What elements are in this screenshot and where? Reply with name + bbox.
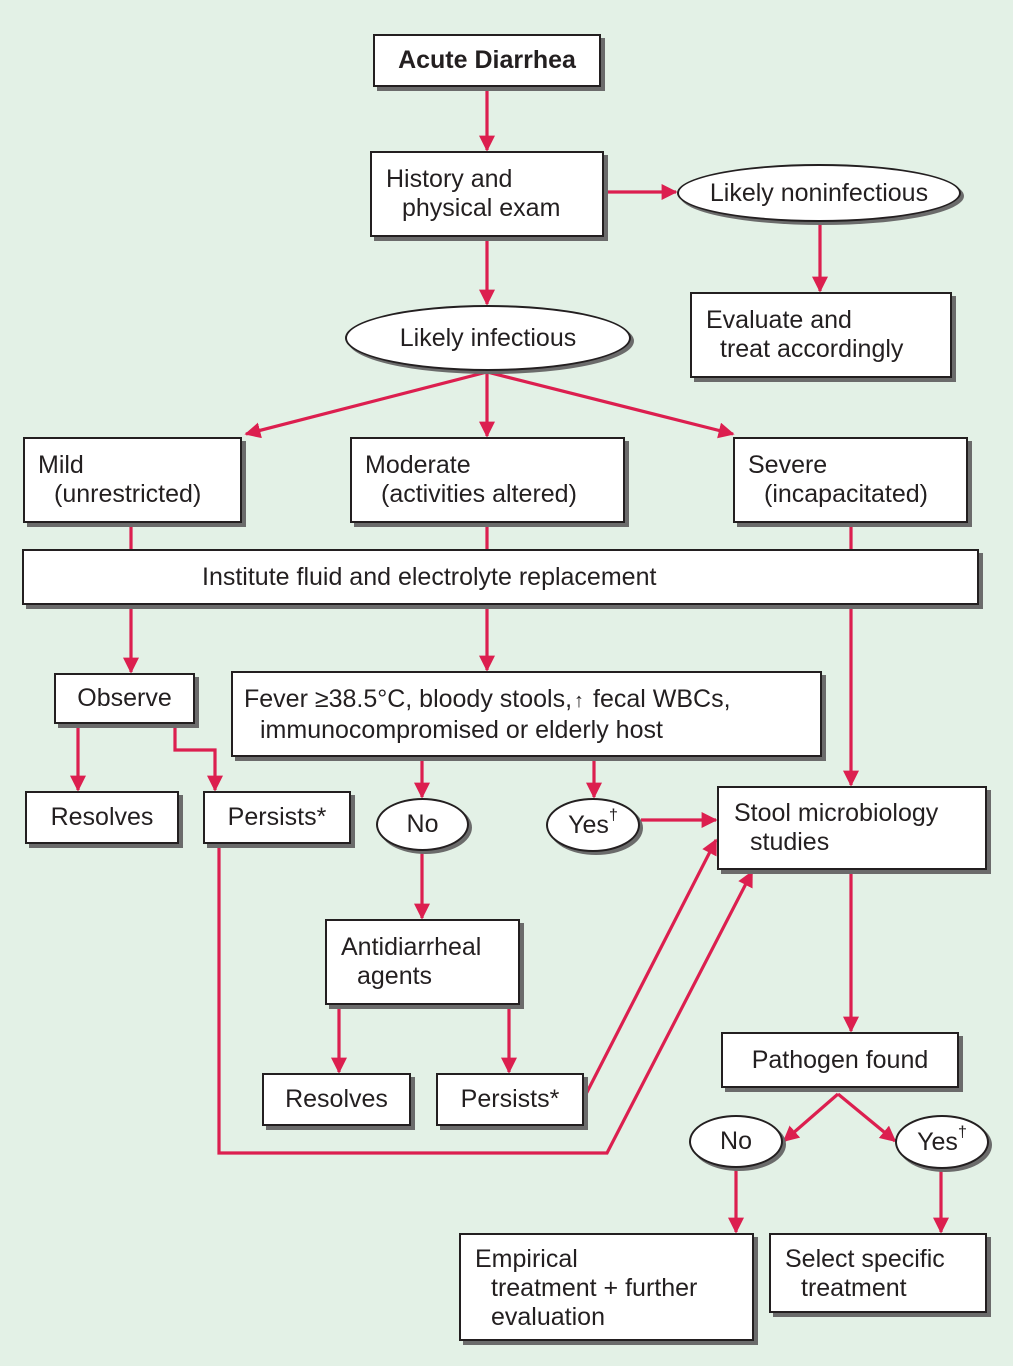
resolves-1-label: Resolves bbox=[50, 803, 154, 831]
no-1-label: No bbox=[406, 810, 439, 838]
node-evaluate-treat: Evaluate and treat accordingly bbox=[690, 292, 952, 378]
node-empirical-treatment: Empirical treatment + further evaluation bbox=[459, 1233, 754, 1341]
antidiarrheal-line-1: Antidiarrheal bbox=[341, 933, 482, 961]
history-line-2: physical exam bbox=[402, 194, 561, 222]
arrow-pathogen-to-no bbox=[782, 1092, 840, 1143]
node-severe: Severe (incapacitated) bbox=[733, 437, 968, 523]
node-moderate: Moderate (activities altered) bbox=[350, 437, 625, 523]
pathogen-label: Pathogen found bbox=[751, 1045, 929, 1074]
up-arrow-icon: ↑ bbox=[574, 690, 585, 712]
fluid-label: Institute fluid and electrolyte replacem… bbox=[202, 563, 657, 591]
observe-label: Observe bbox=[77, 684, 172, 712]
arrow-infectious-to-severe bbox=[486, 370, 735, 439]
yes-2-label: Yes† bbox=[917, 1124, 967, 1157]
node-acute-diarrhea: Acute Diarrhea bbox=[373, 34, 601, 87]
persists-1-label: Persists* bbox=[227, 803, 327, 831]
specific-line-2: treatment bbox=[801, 1274, 907, 1302]
node-observe: Observe bbox=[54, 673, 195, 724]
node-mild: Mild (unrestricted) bbox=[23, 437, 242, 523]
dagger-mark: † bbox=[608, 806, 618, 824]
node-persists-antidiarrheal: Persists* bbox=[436, 1073, 584, 1126]
stool-line-1: Stool microbiology bbox=[734, 799, 939, 827]
node-fever-criteria: Fever ≥38.5°C, bloody stools,↑ fecal WBC… bbox=[231, 671, 822, 757]
criteria-line-1a: Fever ≥38.5°C, bloody stools, bbox=[244, 685, 573, 713]
criteria-line-1b: fecal WBCs, bbox=[586, 685, 731, 713]
severe-line-1: Severe bbox=[748, 451, 828, 479]
mild-line-2: (unrestricted) bbox=[54, 480, 202, 508]
specific-line-1: Select specific bbox=[785, 1245, 945, 1273]
node-resolves-antidiarrheal: Resolves bbox=[262, 1073, 411, 1126]
arrow-persists-to-stool bbox=[582, 838, 718, 1099]
yes-1-label: Yes† bbox=[568, 807, 618, 840]
node-no-criteria: No bbox=[376, 798, 469, 851]
antidiarrheal-line-2: agents bbox=[357, 962, 433, 990]
severe-line-2: (incapacitated) bbox=[764, 480, 928, 508]
node-fluid-replacement: Institute fluid and electrolyte replacem… bbox=[22, 549, 979, 605]
arrow-pathogen-to-yes bbox=[836, 1092, 897, 1143]
acute-diarrhea-label: Acute Diarrhea bbox=[398, 46, 576, 74]
yes-1-text: Yes bbox=[568, 810, 609, 839]
stool-line-2: studies bbox=[750, 828, 830, 856]
empirical-line-1: Empirical bbox=[475, 1245, 578, 1273]
history-line-1: History and bbox=[386, 165, 513, 193]
mild-line-1: Mild bbox=[38, 451, 84, 479]
infectious-label: Likely infectious bbox=[399, 323, 577, 352]
empirical-line-3: evaluation bbox=[491, 1303, 605, 1331]
criteria-line-2: immunocompromised or elderly host bbox=[260, 716, 663, 744]
arrow-observe-to-persists bbox=[173, 724, 223, 792]
node-no-pathogen: No bbox=[689, 1115, 783, 1168]
node-resolves-observe: Resolves bbox=[25, 791, 179, 844]
node-persists-observe: Persists* bbox=[203, 791, 351, 844]
moderate-line-1: Moderate bbox=[365, 451, 471, 479]
node-likely-infectious: Likely infectious bbox=[345, 305, 631, 371]
arrow-persists-observe-to-stool bbox=[217, 844, 754, 1155]
node-history-exam: History and physical exam bbox=[370, 151, 604, 237]
node-yes-pathogen: Yes† bbox=[895, 1115, 989, 1169]
resolves-2-label: Resolves bbox=[285, 1085, 388, 1113]
persists-2-label: Persists* bbox=[460, 1085, 560, 1113]
evaluate-line-1: Evaluate and bbox=[706, 306, 852, 334]
moderate-line-2: (activities altered) bbox=[381, 480, 577, 508]
arrow-infectious-to-mild bbox=[244, 370, 488, 439]
criteria-line-1: Fever ≥38.5°C, bloody stools,↑ fecal WBC… bbox=[244, 685, 820, 716]
no-2-label: No bbox=[720, 1127, 752, 1155]
dagger-mark: † bbox=[957, 1123, 967, 1141]
node-pathogen-found: Pathogen found bbox=[721, 1032, 959, 1088]
noninfectious-label: Likely noninfectious bbox=[709, 178, 929, 207]
evaluate-line-2: treat accordingly bbox=[720, 335, 904, 363]
yes-2-text: Yes bbox=[917, 1127, 958, 1156]
node-likely-noninfectious: Likely noninfectious bbox=[677, 164, 961, 222]
empirical-line-2: treatment + further bbox=[491, 1274, 698, 1302]
node-specific-treatment: Select specific treatment bbox=[769, 1233, 987, 1313]
node-antidiarrheal: Antidiarrheal agents bbox=[325, 919, 520, 1005]
node-yes-criteria: Yes† bbox=[546, 798, 640, 852]
node-stool-studies: Stool microbiology studies bbox=[717, 786, 987, 870]
